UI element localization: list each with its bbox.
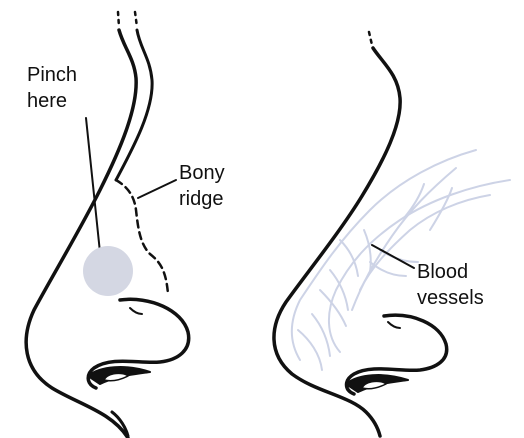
- blood-label-line-2: vessels: [417, 285, 484, 311]
- pinch-area-circle: [83, 246, 133, 296]
- bony-ridge-label: Bony ridge: [179, 160, 225, 212]
- bony-label-line-2: ridge: [179, 186, 225, 212]
- right-nose-ala-mark: [388, 322, 400, 328]
- left-nose-ala-mark: [130, 308, 142, 314]
- pinch-label-line-2: here: [27, 88, 77, 114]
- right-nose: [274, 32, 447, 436]
- pinch-here-label: Pinch here: [27, 62, 77, 114]
- left-nose-bridge-dots: [118, 12, 137, 27]
- blood-label-line-1: Blood: [417, 259, 484, 285]
- bony-ridge-pointer: [138, 180, 176, 198]
- bony-label-line-1: Bony: [179, 160, 225, 186]
- right-nose-bridge-dots: [369, 32, 372, 45]
- blood-vessels-label: Blood vessels: [417, 259, 484, 311]
- pinch-label-line-1: Pinch: [27, 62, 77, 88]
